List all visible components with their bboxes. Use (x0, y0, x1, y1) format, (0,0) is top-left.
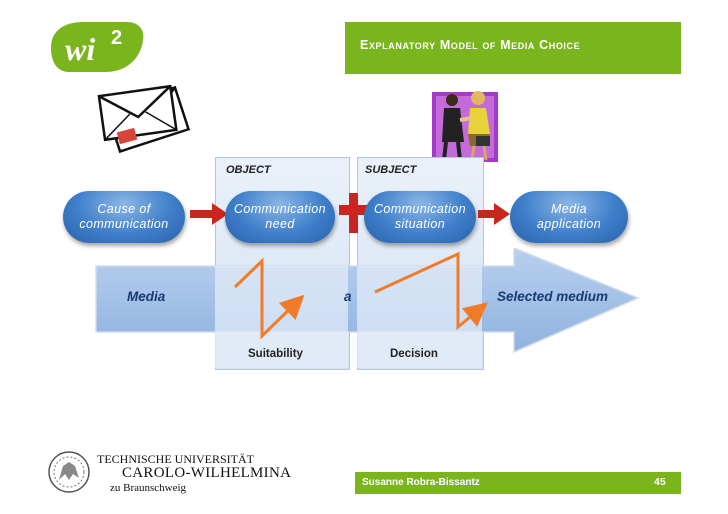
media-label: Media (127, 289, 166, 304)
red-arrow-icon (190, 203, 228, 225)
footer-bar (355, 472, 681, 494)
red-arrow-icon (478, 203, 510, 225)
envelopes-clipart-icon (90, 70, 200, 160)
decision-label: Decision (390, 348, 438, 360)
university-line1: TECHNISCHE UNIVERSITÄT (97, 452, 254, 466)
page-number: 45 (654, 476, 666, 488)
header-bar (345, 22, 681, 74)
author-name: Susanne Robra-Bissantz (362, 477, 480, 488)
handshake-clipart-icon (430, 84, 500, 164)
university-line3: zu Braunschweig (110, 482, 187, 494)
object-label: OBJECT (226, 164, 271, 176)
selected-medium-label: Selected medium (497, 289, 609, 304)
university-line2: CAROLO-WILHELMINA (122, 465, 292, 481)
subject-label: SUBJECT (365, 164, 417, 176)
logo-text: wi (65, 31, 95, 67)
decision-zigzag-icon (374, 251, 488, 331)
wi2-logo: wi 2 (47, 18, 147, 76)
media-middle-label: a (344, 289, 352, 304)
lion-seal-icon (47, 450, 91, 494)
subject-panel-overlay (357, 266, 482, 368)
suitability-label: Suitability (248, 348, 303, 360)
logo-shape-icon (51, 22, 144, 72)
logo-superscript: 2 (111, 27, 122, 49)
suitability-zigzag-icon (233, 257, 305, 340)
slide-title: Explanatory Model of Media Choice (360, 38, 581, 52)
plus-icon (339, 193, 369, 233)
